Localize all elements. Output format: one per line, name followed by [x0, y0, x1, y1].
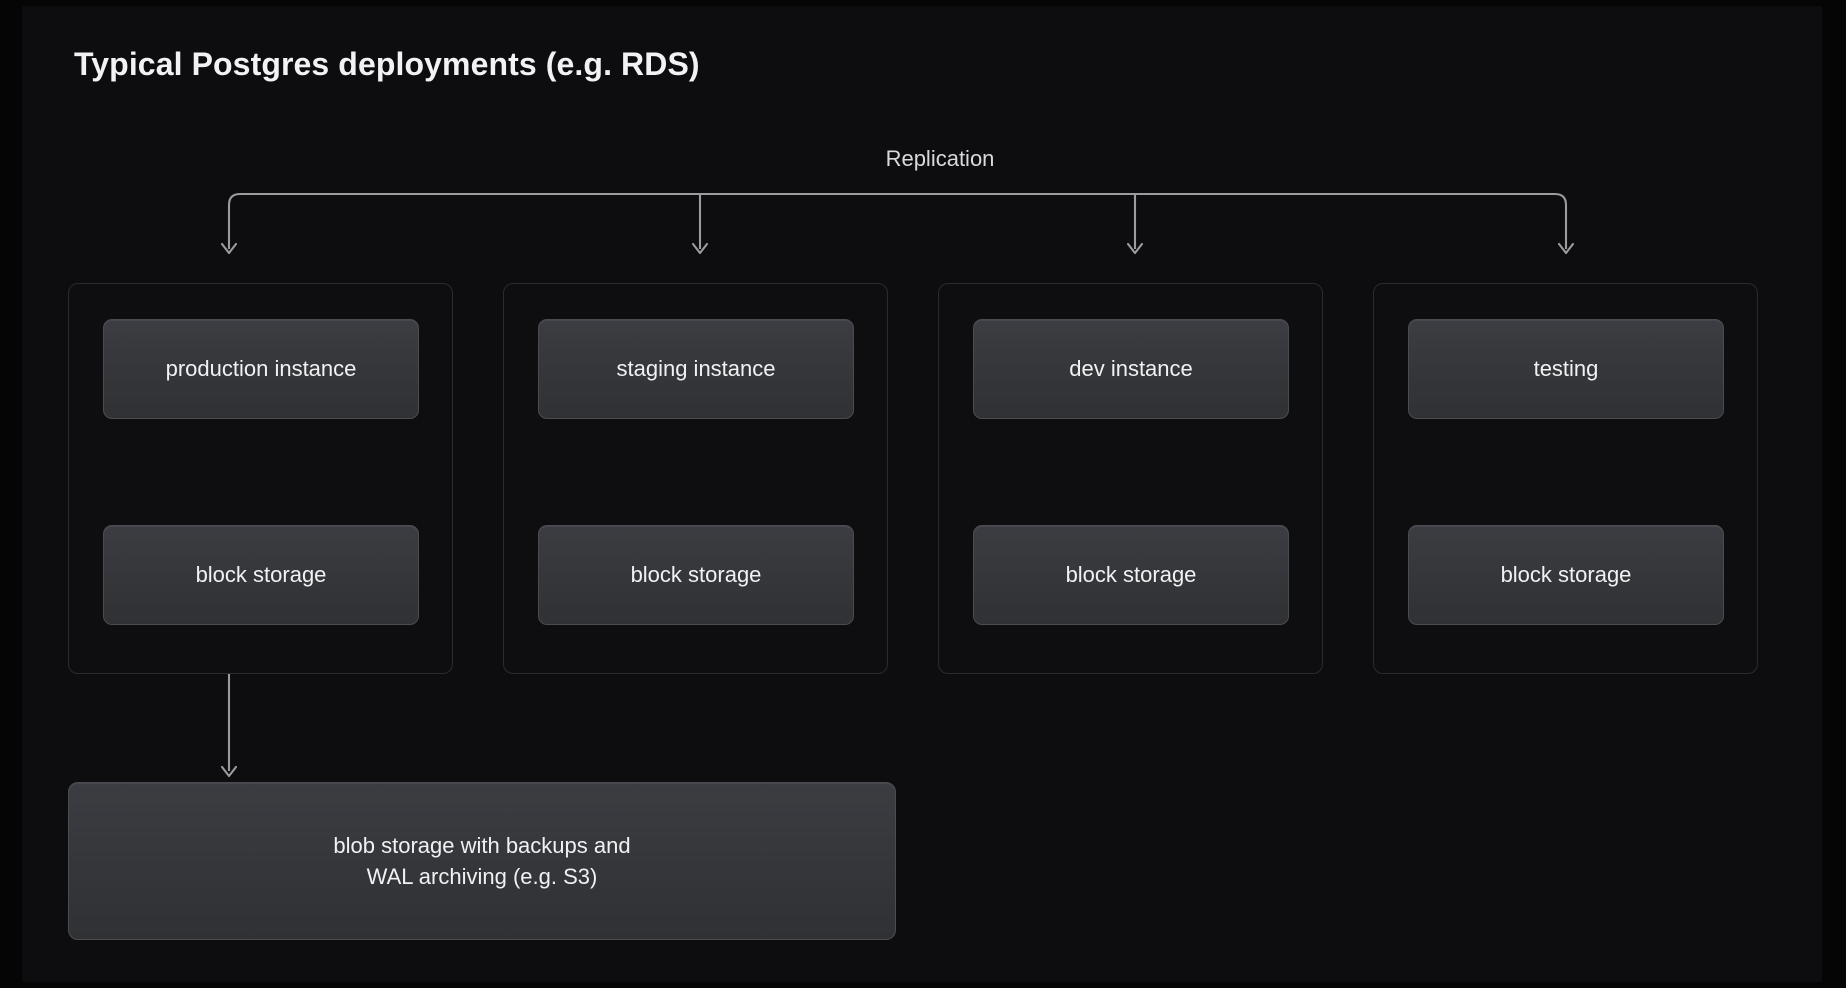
replication-bus	[220, 192, 1575, 255]
group-box-dev: dev instance block storage	[938, 283, 1323, 674]
diagram-panel: Typical Postgres deployments (e.g. RDS) …	[22, 6, 1822, 982]
node-label: block storage	[630, 562, 762, 588]
node-label: production instance	[165, 356, 357, 382]
group-box-testing: testing block storage	[1373, 283, 1758, 674]
node-blob-storage[interactable]: blob storage with backups and WAL archiv…	[68, 782, 896, 940]
node-staging-instance[interactable]: staging instance	[538, 319, 854, 419]
group-box-staging: staging instance block storage	[503, 283, 888, 674]
node-staging-block-storage[interactable]: block storage	[538, 525, 854, 625]
node-label: dev instance	[1069, 356, 1193, 382]
node-label: block storage	[195, 562, 327, 588]
node-label: staging instance	[616, 356, 776, 382]
node-testing-block-storage[interactable]: block storage	[1408, 525, 1724, 625]
node-production-instance[interactable]: production instance	[103, 319, 419, 419]
page-title: Typical Postgres deployments (e.g. RDS)	[74, 46, 700, 82]
node-label: block storage	[1500, 562, 1632, 588]
node-dev-instance[interactable]: dev instance	[973, 319, 1289, 419]
node-label: blob storage with backups and WAL archiv…	[333, 832, 631, 889]
node-testing-instance[interactable]: testing	[1408, 319, 1724, 419]
node-label: testing	[1533, 356, 1599, 382]
node-production-block-storage[interactable]: block storage	[103, 525, 419, 625]
group-box-production: production instance block storage	[68, 283, 453, 674]
node-dev-block-storage[interactable]: block storage	[973, 525, 1289, 625]
production-to-blob-arrow	[220, 674, 238, 778]
node-label: block storage	[1065, 562, 1197, 588]
replication-label: Replication	[885, 146, 995, 171]
